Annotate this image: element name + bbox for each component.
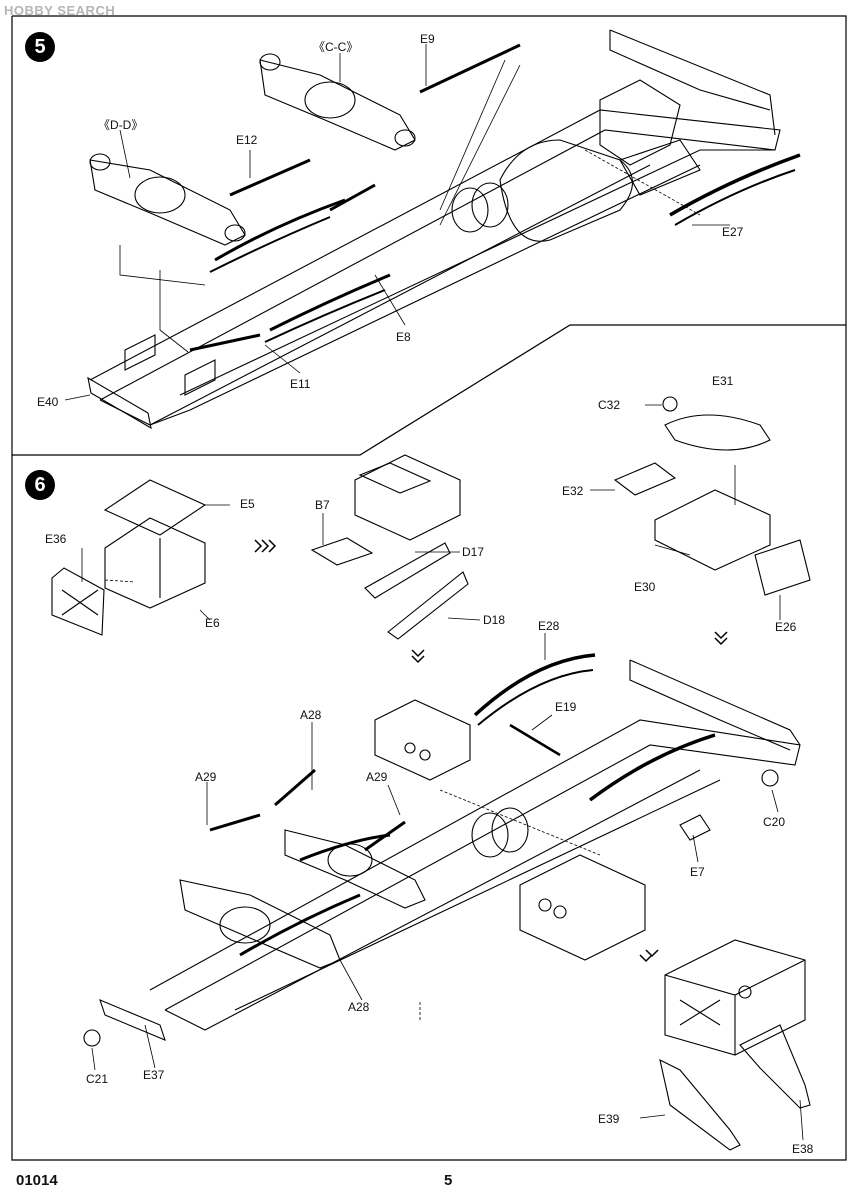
label-a28-bottom: A28 xyxy=(348,1000,370,1014)
label-e5: E5 xyxy=(240,497,255,511)
step-number-6: 6 xyxy=(25,470,55,500)
label-e7: E7 xyxy=(690,865,705,879)
label-c20: C20 xyxy=(763,815,786,829)
label-d17: D17 xyxy=(462,545,485,559)
label-e31: E31 xyxy=(712,374,734,388)
label-a29-right: A29 xyxy=(366,770,388,784)
label-e38: E38 xyxy=(792,1142,814,1156)
label-a29-left: A29 xyxy=(195,770,217,784)
label-e26: E26 xyxy=(775,620,797,634)
watermark-logo: HOBBY SEARCH xyxy=(4,3,116,18)
panel-frame xyxy=(11,15,847,1161)
step6-assembly xyxy=(51,396,811,1151)
page-number: 5 xyxy=(444,1172,453,1189)
label-a28-top: A28 xyxy=(300,708,322,722)
label-e30: E30 xyxy=(634,580,656,594)
label-c21: C21 xyxy=(86,1072,109,1086)
label-e6: E6 xyxy=(205,616,220,630)
label-e36: E36 xyxy=(45,532,67,546)
label-e12: E12 xyxy=(236,133,258,147)
label-e9: E9 xyxy=(420,32,435,46)
label-e39: E39 xyxy=(598,1112,620,1126)
label-e19: E19 xyxy=(555,700,577,714)
label-d-d: 《D-D》 xyxy=(98,118,144,132)
label-c32: C32 xyxy=(598,398,621,412)
label-e28-top: E28 xyxy=(538,619,560,633)
step5-chassis xyxy=(64,29,801,430)
product-code: 01014 xyxy=(16,1172,58,1189)
label-e32: E32 xyxy=(562,484,584,498)
label-c-c: 《C-C》 xyxy=(313,40,359,54)
label-e8: E8 xyxy=(396,330,411,344)
label-e11: E11 xyxy=(290,377,311,391)
label-e40: E40 xyxy=(37,395,59,409)
label-b7: B7 xyxy=(315,498,330,512)
step-number-5: 5 xyxy=(25,32,55,62)
label-d18: D18 xyxy=(483,613,506,627)
label-e27: E27 xyxy=(722,225,744,239)
label-e37: E37 xyxy=(143,1068,165,1082)
